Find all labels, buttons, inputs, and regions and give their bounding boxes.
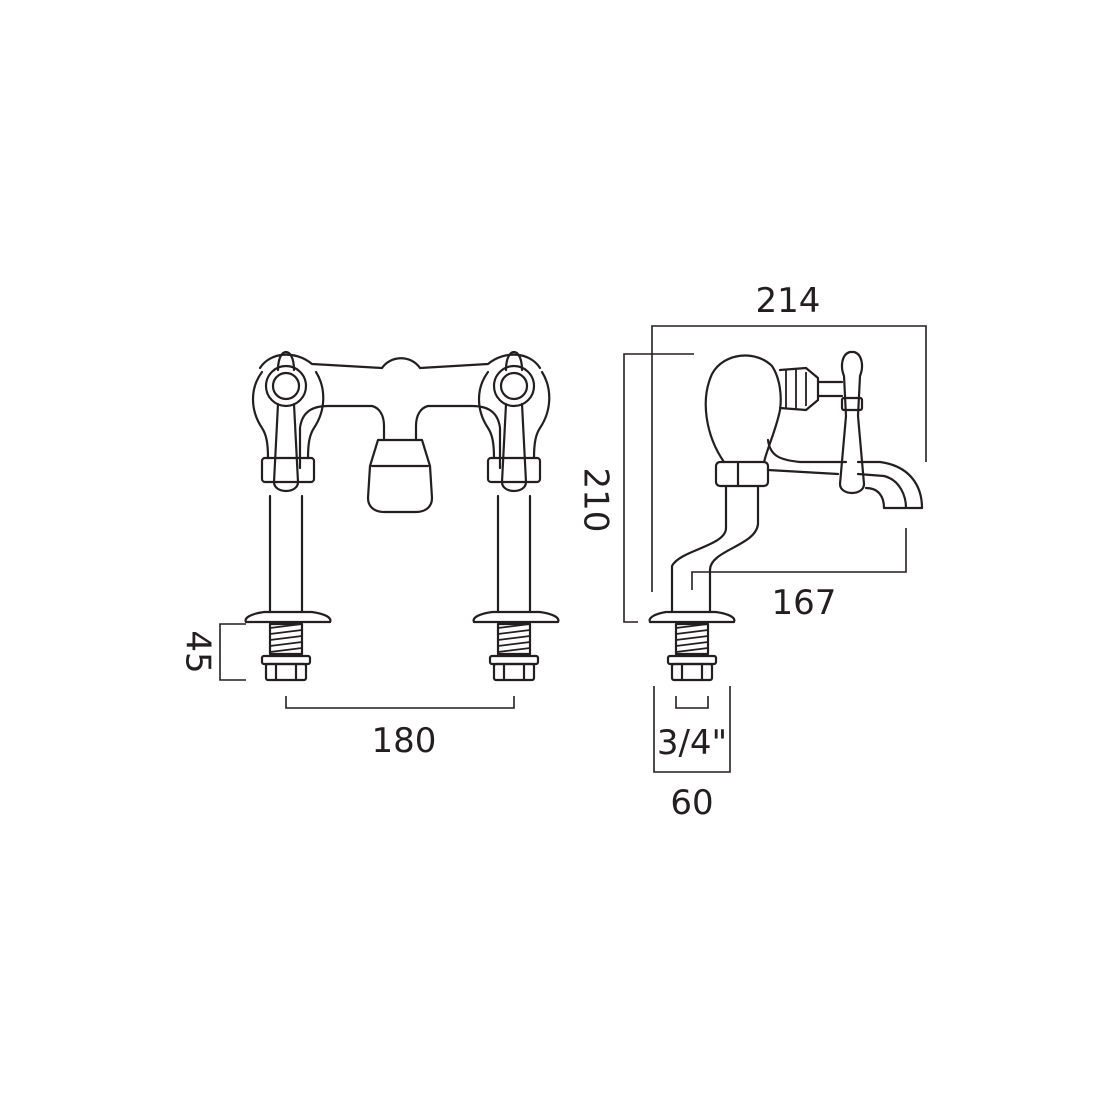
dim-thread-line [675,696,709,709]
left-valve-head [251,350,325,493]
dim-210-line [623,353,694,623]
side-valve-body [704,354,782,464]
side-headwork [778,366,820,412]
side-pipe [670,484,760,614]
dim-thread-label: 3/4" [657,723,727,763]
front-view: 45 180 [178,350,560,761]
side-spout [766,438,924,510]
dim-214-line [651,325,927,592]
right-lever-handle [500,402,528,493]
dim-60-line [653,686,731,773]
side-view: 214 210 167 3/4" 60 [576,281,927,823]
side-lever-handle [838,350,866,495]
side-nut [714,460,770,488]
dim-45-label: 45 [178,630,218,673]
dim-60-label: 60 [670,783,713,823]
dim-180-line [285,696,515,709]
dim-45-line [219,623,246,681]
left-lever-handle [272,402,300,493]
right-valve-head [477,350,551,493]
front-spout [366,438,434,514]
dim-214-label: 214 [756,281,821,321]
dim-210-label: 210 [576,468,616,533]
side-base [648,610,736,624]
bridge-body [258,353,542,370]
right-leg [472,494,560,682]
dim-167-line [691,528,907,590]
dim-167-label: 167 [772,583,837,623]
bridge-arch [298,404,502,470]
dim-180-label: 180 [372,721,437,761]
left-leg [244,494,332,682]
